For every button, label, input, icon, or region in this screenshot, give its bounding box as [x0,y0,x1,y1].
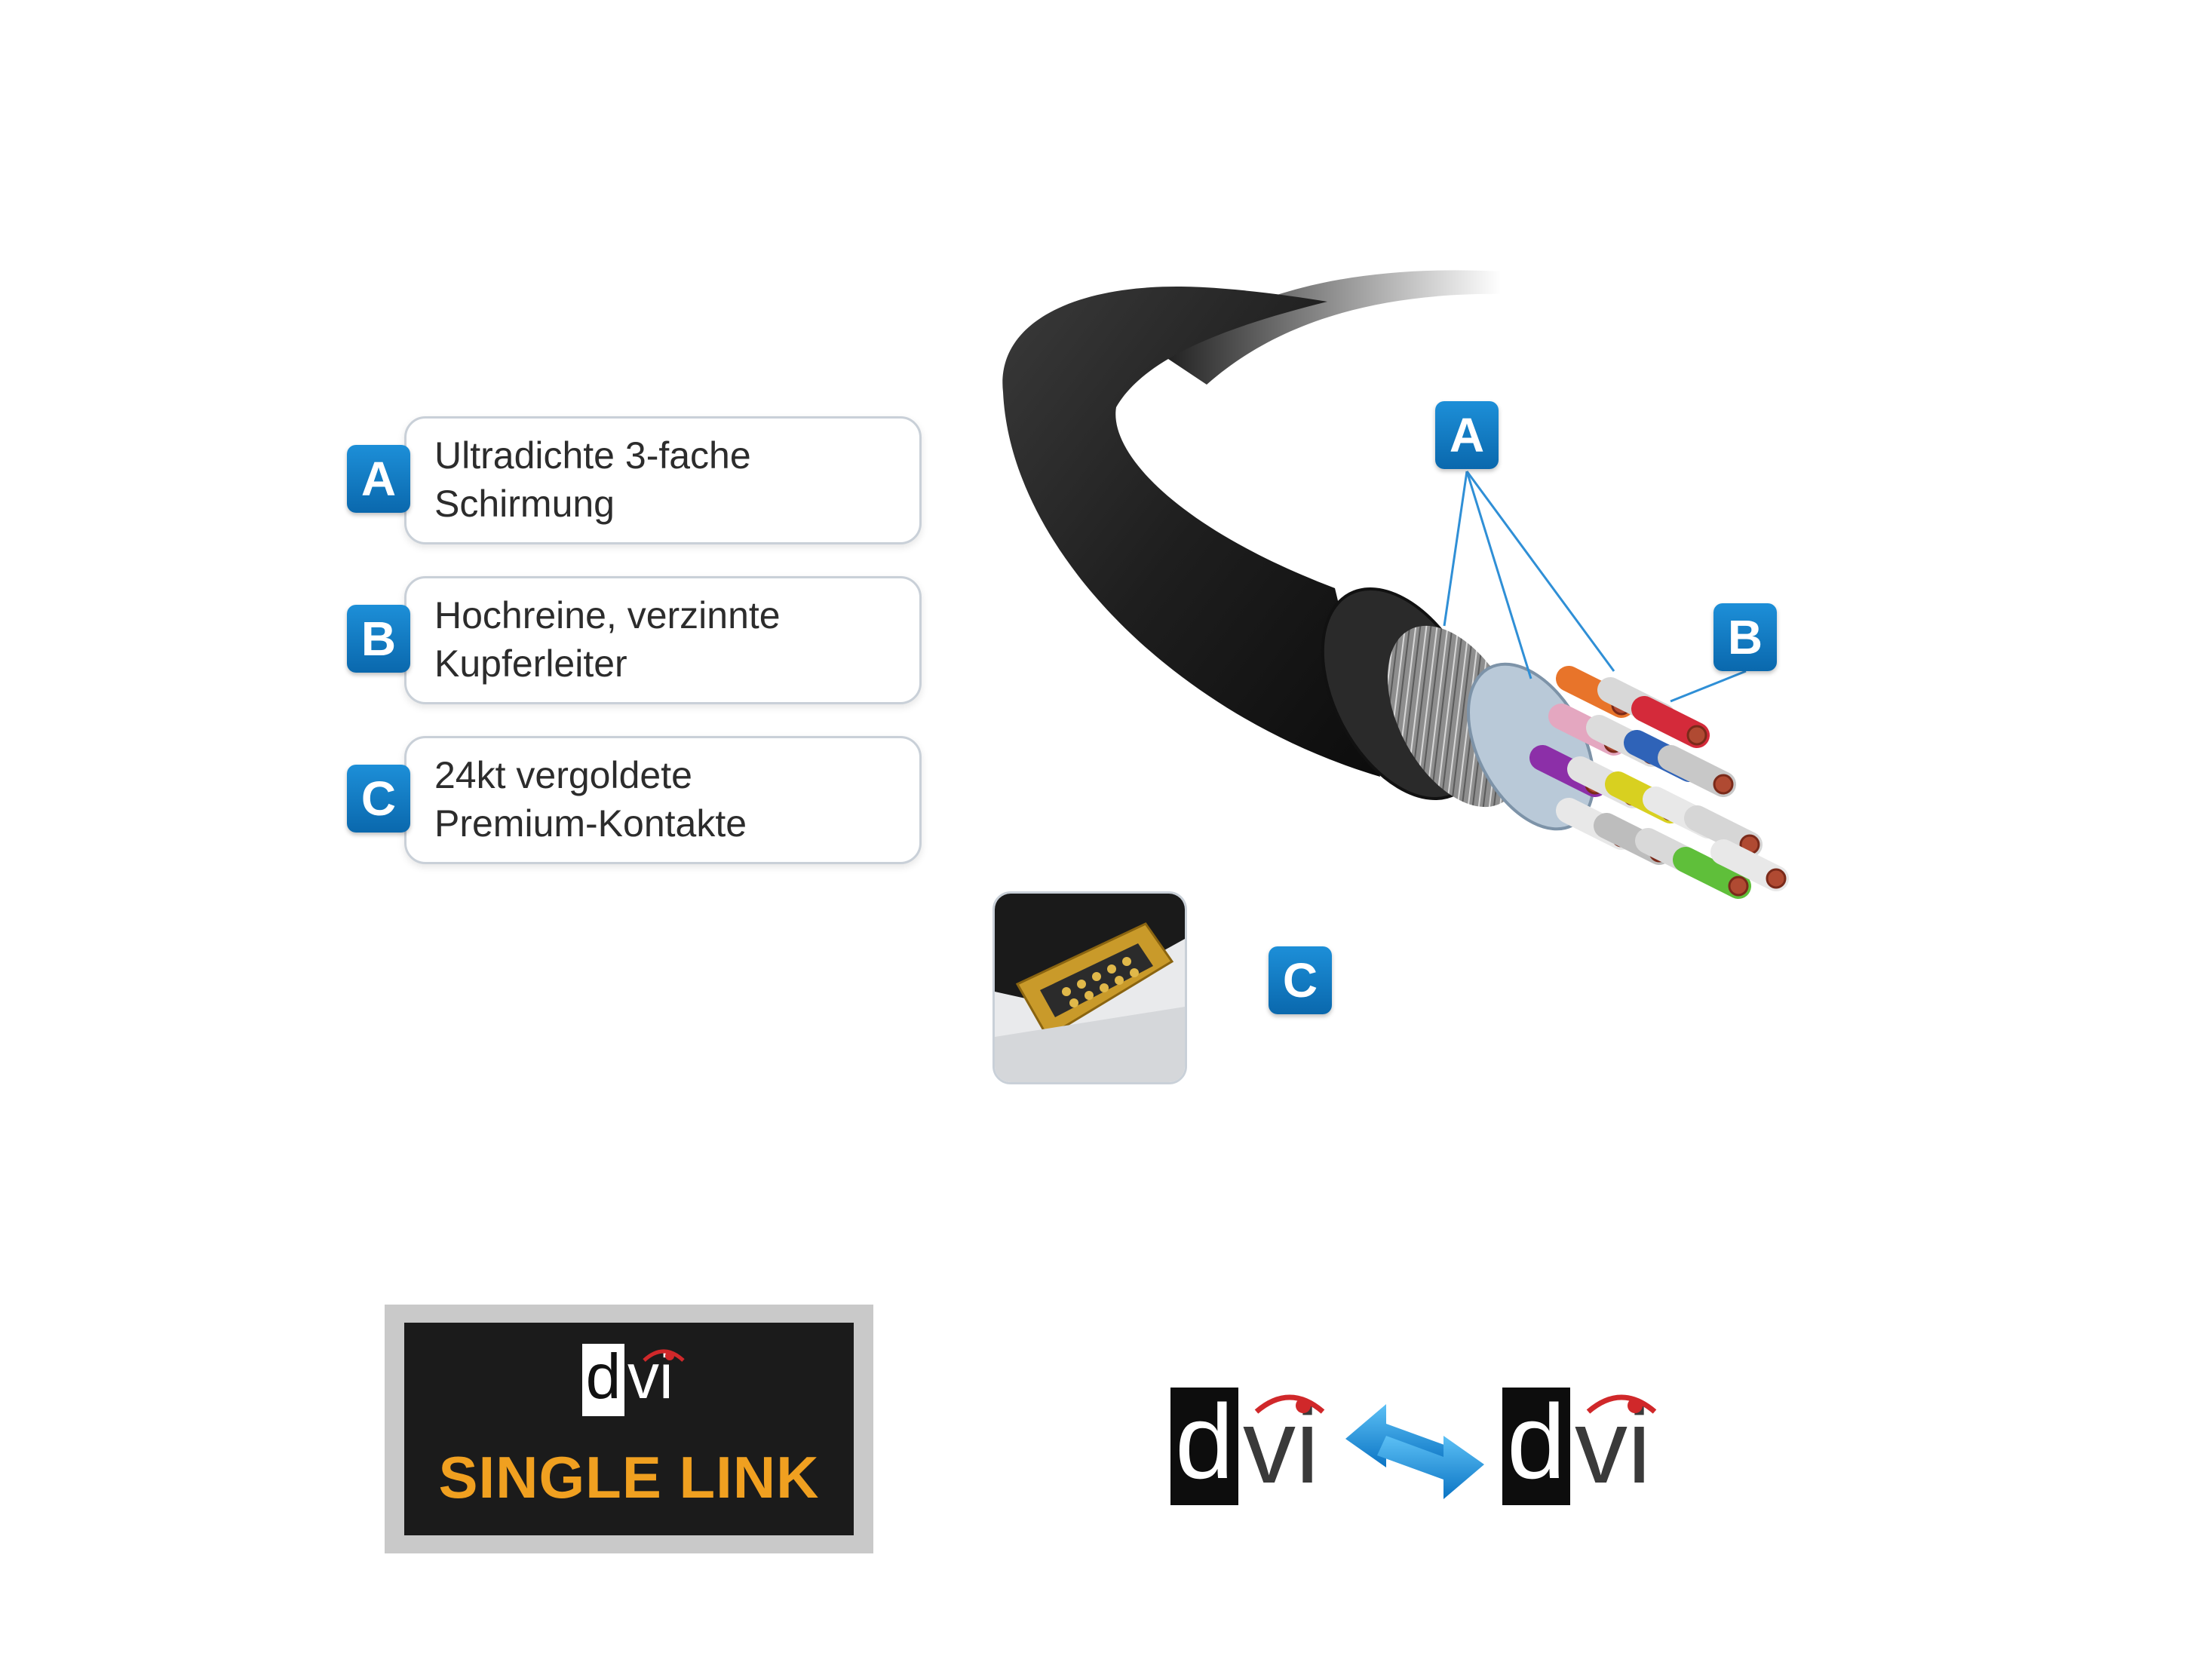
conductor-bundle [1529,666,1789,899]
feature-line-2: Schirmung [434,483,615,525]
single-link-label: SINGLE LINK [438,1444,820,1510]
dvi-logo-small: d vi [582,1344,688,1419]
badge-a: A [347,445,410,513]
feature-box [404,576,922,704]
callout-lines [1443,471,1747,703]
cable-illustration [1002,270,1789,899]
feature-line-2: Premium-Kontakte [434,802,747,845]
eye-icon [643,1349,685,1362]
feature-line-1: 24kt vergoldete [434,754,692,796]
single-link-panel: d vi SINGLE LINK [404,1323,854,1535]
dvi-logo-d: d [1502,1388,1570,1505]
dvi-connector-image [995,894,1185,1082]
feature-b: B Hochreine, verzinnte Kupferleiter [347,576,922,704]
single-link-badge: d vi SINGLE LINK [385,1305,873,1553]
feature-text: 24kt vergoldete Premium-Kontakte [434,751,747,848]
copper-tip [1713,774,1734,795]
badge-c: C [347,765,410,833]
dvi-logo-left: d vi [1170,1388,1329,1508]
feature-c: C 24kt vergoldete Premium-Kontakte [347,736,922,864]
feature-line-2: Kupferleiter [434,642,627,685]
copper-tip [1728,875,1749,897]
copper-tip [1686,725,1707,746]
feature-text: Hochreine, verzinnte Kupferleiter [434,591,781,688]
dvi-logo-d: d [1170,1388,1238,1505]
feature-line-1: Hochreine, verzinnte [434,594,781,636]
dvi-logo-right: d vi [1502,1388,1661,1508]
feature-box [404,416,922,544]
badge-b: B [347,605,410,673]
copper-tip [1766,868,1787,889]
callout-badge-c: C [1269,946,1332,1014]
feature-box [404,736,922,864]
feature-a: A Ultradichte 3-fache Schirmung [347,416,922,544]
dvi-connector-thumbnail [992,891,1187,1084]
feature-text: Ultradichte 3-fache Schirmung [434,431,751,528]
dvi-logo-d: d [582,1344,624,1416]
callout-badge-b: B [1713,603,1777,671]
cable-jacket [1002,287,1380,777]
eye-icon [1586,1394,1657,1414]
eye-icon [1254,1394,1325,1414]
bidirectional-arrow-icon [1345,1404,1484,1499]
feature-line-1: Ultradichte 3-fache [434,434,751,477]
callout-badge-a: A [1435,401,1499,469]
